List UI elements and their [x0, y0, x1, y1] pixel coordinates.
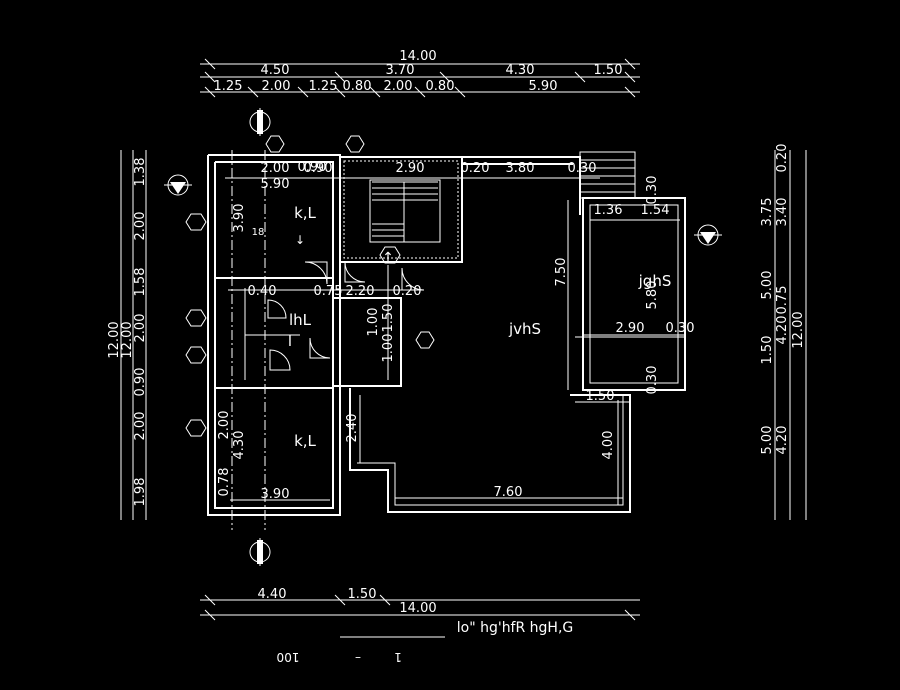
dim-int-9: 7.50 [554, 258, 569, 287]
dim-int-32: 0.75 [314, 284, 343, 299]
dim-int-7: 5.90 [261, 177, 290, 192]
room-label-bedroom-bottom: k,L [294, 432, 316, 450]
room-label-bedroom-top: k,L [294, 204, 316, 222]
scale-dash: – [355, 650, 361, 664]
dim-int-27: 0.40 [248, 284, 277, 299]
top-dimension-chains: 14.00 4.50 3.70 4.30 1.50 1.25 2.00 1.25… [200, 49, 640, 98]
dim-left-total: 12.00 [107, 321, 122, 358]
dim-int-11: 1.54 [641, 203, 670, 218]
dim-right-7: 5.00 [760, 426, 775, 455]
dim-bottom-total: 14.00 [399, 601, 436, 616]
dim-top-r2-3: 4.30 [506, 63, 535, 78]
dim-int-26: 0.90 [298, 160, 327, 175]
balcony-grill [579, 151, 636, 199]
dim-left-a3: 1.58 [133, 268, 148, 297]
dim-right-1: 0.20 [775, 144, 790, 173]
dim-top-r3-6: 0.80 [426, 79, 455, 94]
dim-left-total-b: 12.00 [120, 321, 135, 358]
dim-top-r2-4: 1.50 [594, 63, 623, 78]
dim-right-5: 1.50 [760, 336, 775, 365]
dim-int-19: 4.00 [601, 431, 616, 460]
dim-top-total: 14.00 [399, 49, 436, 64]
stair-treads [372, 181, 438, 242]
dim-right-10: 4.20 [775, 316, 790, 345]
small-marks: 18 ↑ ↓ [252, 227, 394, 266]
dim-left-a7: 1.98 [133, 478, 148, 507]
column-markers [185, 135, 435, 437]
dim-int-15: 0.30 [666, 321, 695, 336]
dim-int-10: 1.36 [594, 203, 623, 218]
dim-int-5: 3.80 [506, 161, 535, 176]
dim-left-a2: 2.00 [133, 212, 148, 241]
axis-lines [231, 150, 266, 530]
dim-int-18: 2.40 [345, 414, 360, 443]
dim-right-4: 5.00 [760, 271, 775, 300]
door-swings [267, 261, 425, 371]
dim-right-2: 3.75 [760, 198, 775, 227]
dim-int-17: 0.30 [645, 366, 660, 395]
dim-int-1: 2.00 [261, 161, 290, 176]
interior-dimensions: 2.00 0.90 2.90 0.20 3.80 0.30 5.90 3.90 … [217, 160, 694, 502]
title-block: lo" hg'hfR hgH,G 100 – 1 [277, 620, 574, 664]
dim-int-22: 4.30 [232, 431, 247, 460]
dim-right-8: 4.20 [775, 426, 790, 455]
dim-top-r3-7: 5.90 [529, 79, 558, 94]
room-label-terrace: jghS [638, 272, 672, 290]
room-label-bath: lhL [289, 311, 312, 329]
dim-left-a6: 2.00 [133, 412, 148, 441]
dim-right-3: 3.40 [775, 198, 790, 227]
dim-top-r3-2: 2.00 [262, 79, 291, 94]
right-dimension-chains: 0.20 3.75 3.40 5.00 1.50 0.75 5.00 4.20 … [760, 144, 807, 520]
dim-int-13: 5.80 [645, 281, 660, 310]
room-labels: k,L k,L jvhS jghS lhL l [288, 204, 671, 450]
room-label-living: jvhS [508, 320, 541, 338]
dim-int-29: 0.20 [393, 284, 422, 299]
dim-int-3: 2.90 [396, 161, 425, 176]
dim-top-r2-2: 3.70 [386, 63, 415, 78]
dim-top-r3-3: 1.25 [309, 79, 338, 94]
dim-top-r3-4: 0.80 [343, 79, 372, 94]
dim-int-6: 0.30 [568, 161, 597, 176]
dim-int-30: 1.00 [381, 334, 396, 363]
plan-title: lo" hg'hfR hgH,G [457, 620, 574, 636]
dim-int-25: 1.00 [366, 308, 381, 337]
dim-left-a5: 0.90 [133, 368, 148, 397]
bottom-dimension-chains: 4.40 1.50 14.00 [200, 587, 640, 621]
scale-left: 100 [277, 650, 300, 664]
stair-arrow-up: ↑ [382, 250, 394, 266]
dim-bottom-1: 4.40 [258, 587, 287, 602]
dim-int-2: 0.90 [304, 161, 333, 176]
dim-int-20: 7.60 [494, 485, 523, 500]
section-markers [164, 108, 722, 566]
left-dimension-chains: 12.00 12.00 1.38 2.00 1.58 2.00 0.90 2.0… [107, 150, 148, 520]
dim-int-24: 0.78 [217, 468, 232, 497]
dim-int-28: 2.20 [346, 284, 375, 299]
scale-mid: 1 [394, 650, 402, 664]
stair-note: 18 [252, 227, 265, 238]
dim-top-r2-1: 4.50 [261, 63, 290, 78]
dim-top-r3-1: 1.25 [214, 79, 243, 94]
dim-int-21: 3.90 [261, 487, 290, 502]
dim-right-6: 0.75 [775, 286, 790, 315]
dim-int-16: 1.50 [586, 389, 615, 404]
dim-int-12: 0.30 [645, 176, 660, 205]
dim-left-a1: 1.38 [133, 158, 148, 187]
dim-bottom-2: 1.50 [348, 587, 377, 602]
dim-int-14: 2.90 [616, 321, 645, 336]
dim-int-23: 2.00 [217, 411, 232, 440]
dim-top-r3-5: 2.00 [384, 79, 413, 94]
dim-right-9: 12.00 [791, 311, 806, 348]
dim-int-4: 0.20 [461, 161, 490, 176]
room-label-bath-small: l [288, 332, 292, 350]
building-walls [207, 151, 686, 516]
dim-int-31: 1.50 [381, 304, 396, 333]
dim-int-8: 3.90 [232, 204, 247, 233]
stair-arrow-down: ↓ [295, 233, 305, 247]
dim-left-a4: 2.00 [133, 314, 148, 343]
